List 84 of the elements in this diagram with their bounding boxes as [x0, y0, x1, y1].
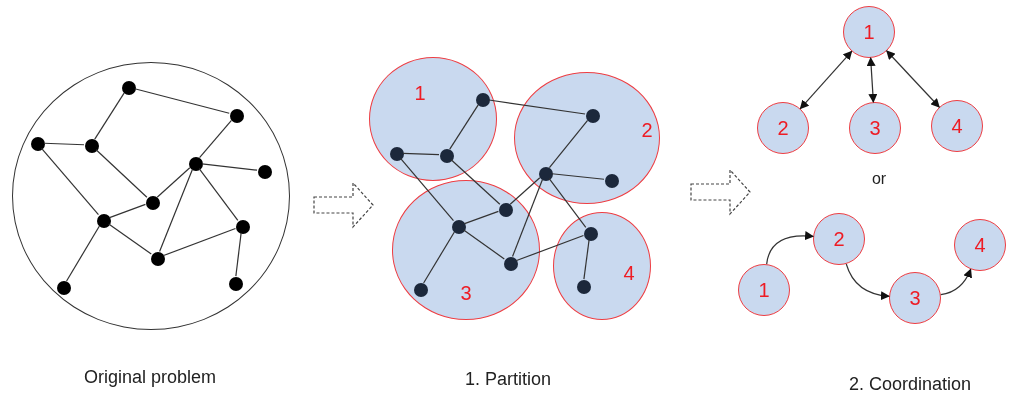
graph-vertex	[605, 174, 619, 188]
graph-edge	[450, 159, 501, 205]
subproblem-circle	[931, 100, 983, 152]
node-number: 4	[623, 263, 635, 283]
node-number: 1	[414, 83, 426, 103]
node-number: 2	[641, 120, 653, 140]
graph-vertex	[390, 147, 404, 161]
graph-vertex	[414, 283, 428, 297]
graph-edge	[94, 92, 125, 140]
graph-edge	[551, 173, 605, 180]
graph-edge	[463, 229, 505, 260]
subproblem-circle	[889, 272, 941, 324]
arrow	[799, 50, 853, 110]
graph-edge	[198, 119, 233, 159]
panel-caption: Original problem	[83, 367, 217, 388]
graph-vertex	[236, 220, 250, 234]
graph-edge	[463, 210, 500, 225]
graph-edge	[235, 232, 242, 277]
graph-vertex	[452, 220, 466, 234]
arrow	[940, 268, 972, 296]
graph-edge	[548, 178, 587, 228]
graph-edge	[201, 163, 258, 171]
arrow	[866, 57, 878, 103]
graph-edge	[156, 167, 191, 198]
arrow	[886, 50, 940, 108]
graph-edge	[108, 223, 152, 255]
graph-vertex	[229, 277, 243, 291]
graph-edge	[66, 225, 100, 282]
subproblem-circle	[757, 102, 809, 154]
graph-vertex	[476, 93, 490, 107]
graph-vertex	[440, 149, 454, 163]
node-number: 4	[974, 235, 986, 255]
panel-caption: 2. Coordination	[848, 374, 972, 395]
node-number: 3	[909, 288, 921, 308]
graph-edge	[449, 104, 479, 150]
graph-edge	[399, 157, 455, 222]
node-number: 3	[869, 118, 881, 138]
graph-vertex	[539, 167, 553, 181]
node-number: 1	[863, 22, 875, 42]
node-number: 1	[758, 280, 770, 300]
graph-vertex	[151, 252, 165, 266]
graph-vertex	[122, 81, 136, 95]
graph-edge	[515, 234, 585, 262]
graph-vertex	[258, 165, 272, 179]
graph-vertex	[189, 157, 203, 171]
graph-vertex	[499, 203, 513, 217]
graph-vertex	[31, 137, 45, 151]
graph-edge	[509, 177, 541, 205]
graph-vertex	[97, 214, 111, 228]
panel-caption: 1. Partition	[465, 369, 551, 390]
graph-edge	[43, 142, 85, 146]
graph-edge	[548, 119, 589, 169]
graph-edge	[108, 203, 147, 219]
graph-edge	[511, 178, 544, 258]
separator-text: or	[871, 170, 887, 188]
graph-edge	[423, 231, 455, 284]
subproblem-circle	[954, 219, 1006, 271]
graph-edge	[159, 168, 193, 253]
node-number: 4	[951, 116, 963, 136]
arrow	[845, 263, 890, 300]
graph-edge	[134, 88, 230, 114]
subproblem-circle	[738, 264, 790, 316]
graph-vertex	[146, 196, 160, 210]
graph-edge	[488, 99, 586, 115]
graph-vertex	[577, 280, 591, 294]
node-number: 2	[833, 229, 845, 249]
node-number: 3	[460, 283, 472, 303]
graph-edge	[583, 239, 590, 280]
subproblem-circle	[843, 6, 895, 58]
graph-vertex	[230, 109, 244, 123]
graph-edge	[162, 227, 237, 257]
graph-vertex	[504, 257, 518, 271]
graph-vertex	[586, 109, 600, 123]
graph-vertex	[85, 139, 99, 153]
arrow	[766, 231, 815, 265]
graph-edge	[198, 168, 239, 221]
subproblem-circle	[813, 213, 865, 265]
graph-vertex	[57, 281, 71, 295]
subproblem-circle	[849, 102, 901, 154]
graph-vertex	[584, 227, 598, 241]
graph-edge	[95, 149, 148, 198]
graph-edge	[40, 147, 100, 216]
graph-edge	[402, 152, 440, 156]
node-number: 2	[777, 118, 789, 138]
